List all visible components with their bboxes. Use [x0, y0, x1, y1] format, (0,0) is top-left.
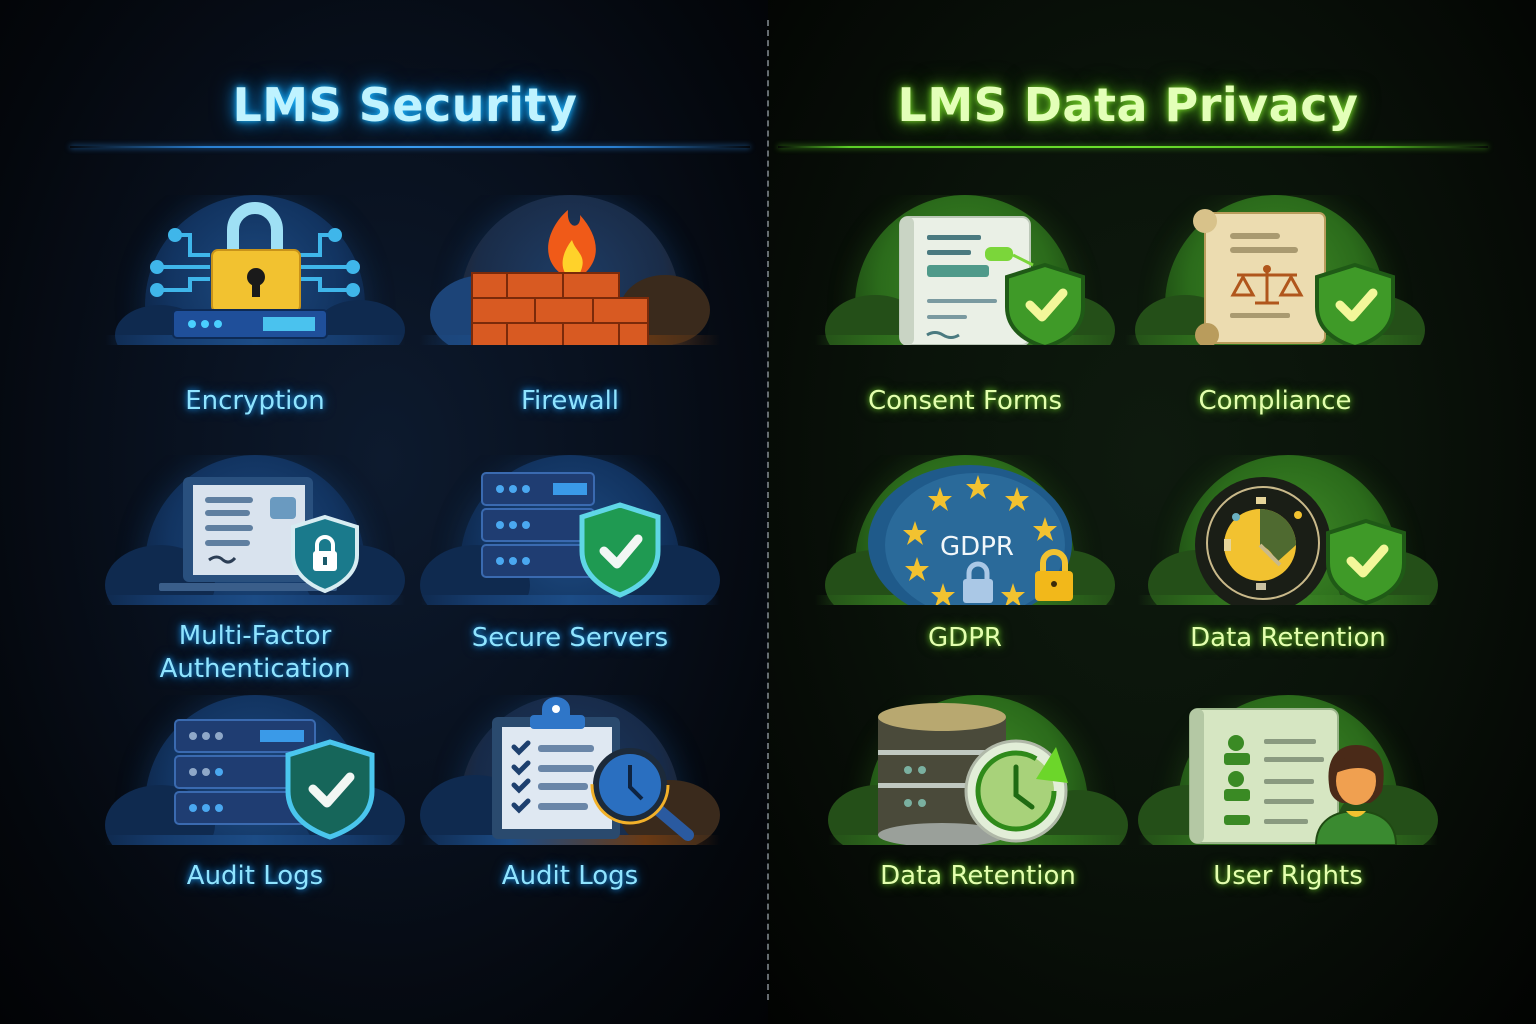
database-clock-arrow-icon	[878, 703, 1068, 845]
tile-label: Consent Forms	[867, 386, 1063, 416]
tile-label: Firewall	[520, 386, 620, 416]
tile-compliance: Compliance	[1125, 195, 1425, 416]
tile-gdpr: GDPR GDPR	[815, 455, 1115, 653]
clock-shield-check-icon	[1195, 477, 1406, 605]
document-user-profile-icon	[1189, 708, 1398, 845]
tile-label: User Rights	[1213, 861, 1363, 891]
tile-audit-logs-servers: Audit Logs	[105, 695, 405, 891]
tile-encryption: Encryption	[105, 195, 405, 416]
brick-wall-flame-icon	[471, 210, 649, 345]
tile-data-retention-clock: Data Retention	[1138, 455, 1438, 653]
tile-secure-servers: Secure Servers	[420, 455, 720, 653]
padlock-circuit-icon	[150, 202, 360, 339]
tile-multi-factor-authentication: Multi-Factor Authentication	[105, 455, 405, 684]
tile-user-rights: User Rights	[1138, 695, 1438, 891]
panel-divider	[767, 20, 769, 1000]
laptop-shield-lock-icon	[159, 477, 359, 594]
tile-data-retention-database: Data Retention	[828, 695, 1128, 891]
server-stack-shield-check-icon	[174, 719, 375, 840]
privacy-title-underline	[778, 146, 1488, 148]
tile-label: Audit Logs	[186, 861, 324, 891]
scroll-scales-shield-icon	[1193, 209, 1395, 345]
server-stack-shield-check-icon	[481, 472, 661, 598]
tile-consent-forms: Consent Forms	[815, 195, 1115, 416]
tile-audit-logs-checklist: Audit Logs	[420, 695, 720, 891]
tile-label: Multi-Factor Authentication	[159, 621, 351, 684]
document-shield-check-icon	[899, 216, 1085, 345]
tile-label: Secure Servers	[471, 623, 669, 653]
tile-label: Encryption	[185, 386, 325, 416]
eu-stars-gdpr-padlock-icon: GDPR	[868, 465, 1073, 605]
tile-label: Audit Logs	[501, 861, 639, 891]
tile-label: Data Retention	[880, 861, 1076, 891]
tile-label: Compliance	[1198, 386, 1352, 416]
clipboard-checklist-magnifier-icon	[492, 697, 694, 841]
tile-label: GDPR	[928, 623, 1002, 653]
tile-label: Data Retention	[1190, 623, 1386, 653]
tile-firewall: Firewall	[420, 195, 720, 416]
security-title: LMS Security	[232, 78, 578, 132]
security-title-underline	[70, 146, 750, 148]
privacy-title: LMS Data Privacy	[897, 78, 1359, 132]
svg-text:GDPR: GDPR	[940, 532, 1014, 562]
